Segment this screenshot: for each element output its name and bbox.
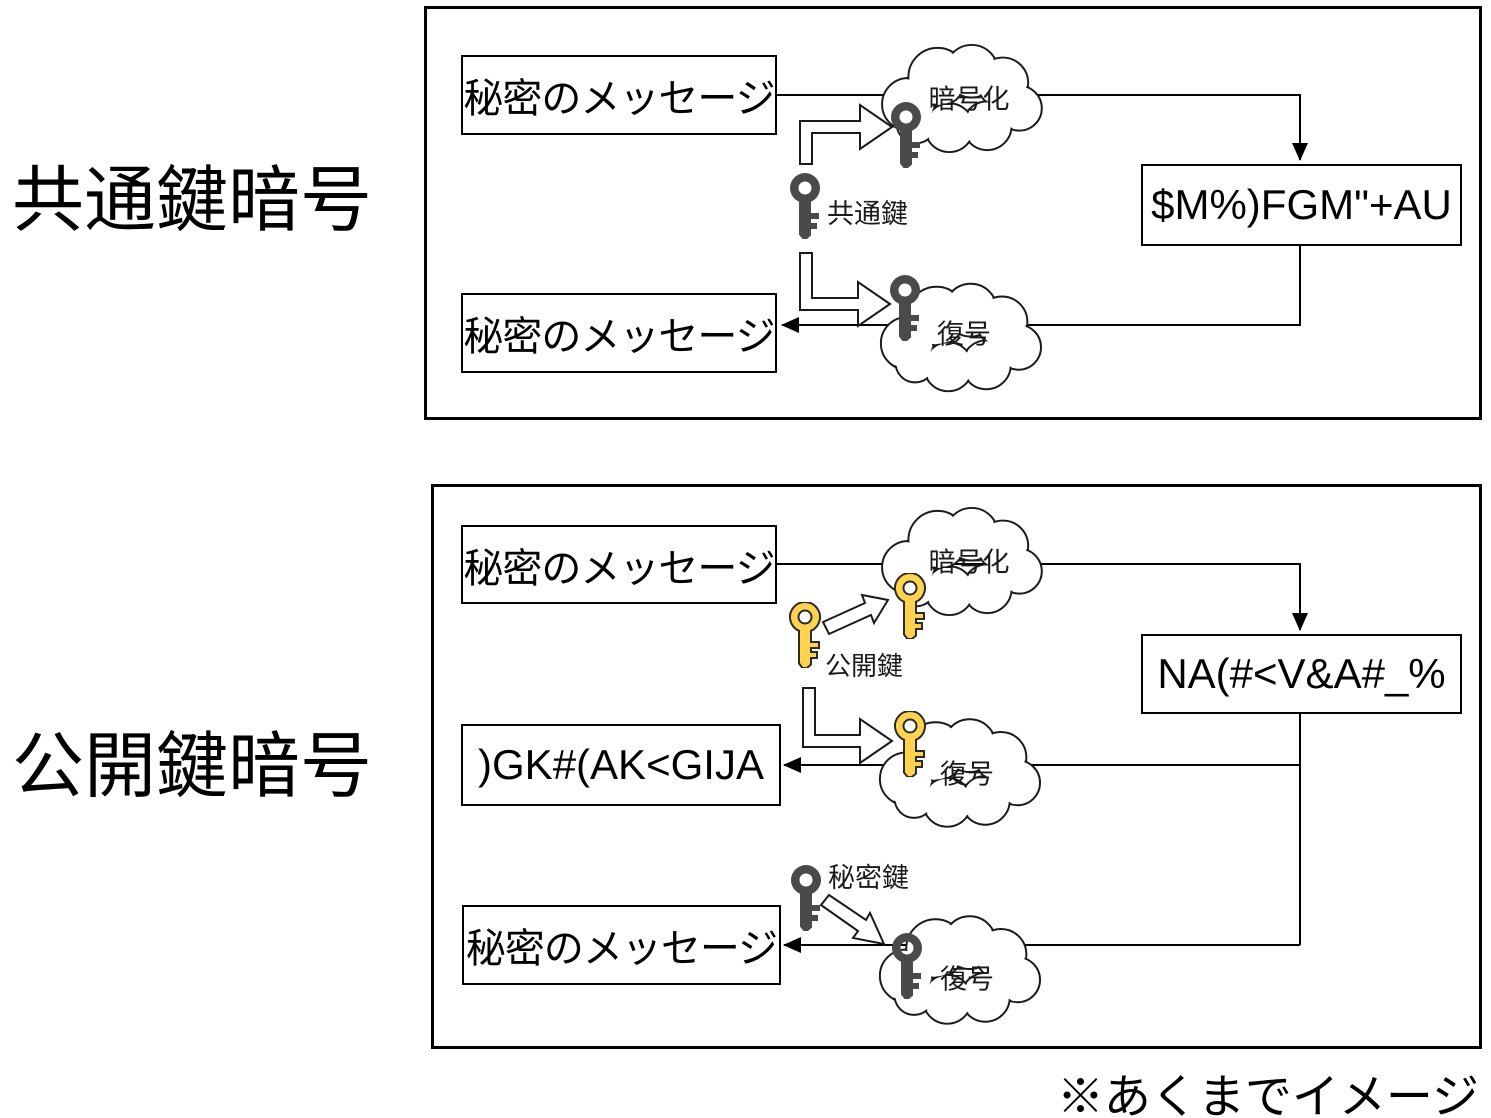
sym-decrypt-cloud-label: 復号 (937, 319, 991, 350)
sym-key-to-encrypt-arrow (799, 103, 894, 165)
sym-key-to-decrypt-arrow (799, 252, 892, 328)
pub-key-to-encrypt-arrow (821, 593, 890, 636)
private-key-label: 秘密鍵 (828, 863, 909, 893)
pub-encrypt-cloud-label: 暗号化 (928, 547, 1010, 578)
pub-decrypt-cloud-public-label: 復号 (940, 759, 994, 790)
sym-ciphertext-box: $M%)FGM"+AU (1141, 164, 1462, 246)
pub-decrypt-cloud-private-label: 復号 (940, 964, 994, 995)
footnote: ※あくまでイメージ (1056, 1072, 1479, 1118)
symmetric-title: 共通鍵暗号 (12, 161, 373, 241)
pub-ciphertext-box: NA(#<V&A#_% (1141, 634, 1462, 714)
private-key-to-decrypt-arrow (819, 893, 886, 946)
pub-decrypted-message-box: 秘密のメッセージ (462, 905, 781, 985)
public-title: 公開鍵暗号 (12, 727, 373, 807)
sym-decrypted-message-box: 秘密のメッセージ (461, 293, 777, 373)
shared-key-label: 共通鍵 (827, 199, 908, 229)
pub-plain-message-box: 秘密のメッセージ (461, 525, 777, 604)
symmetric-panel (424, 6, 1482, 420)
public-key-label: 公開鍵 (825, 651, 904, 681)
pub-key-to-decrypt-arrow (802, 687, 894, 765)
pub-wrong-result-box: )GK#(AK<GIJA (461, 724, 781, 806)
sym-plain-message-box: 秘密のメッセージ (461, 55, 777, 135)
public-panel (431, 484, 1482, 1049)
sym-encrypt-cloud-label: 暗号化 (928, 84, 1010, 115)
